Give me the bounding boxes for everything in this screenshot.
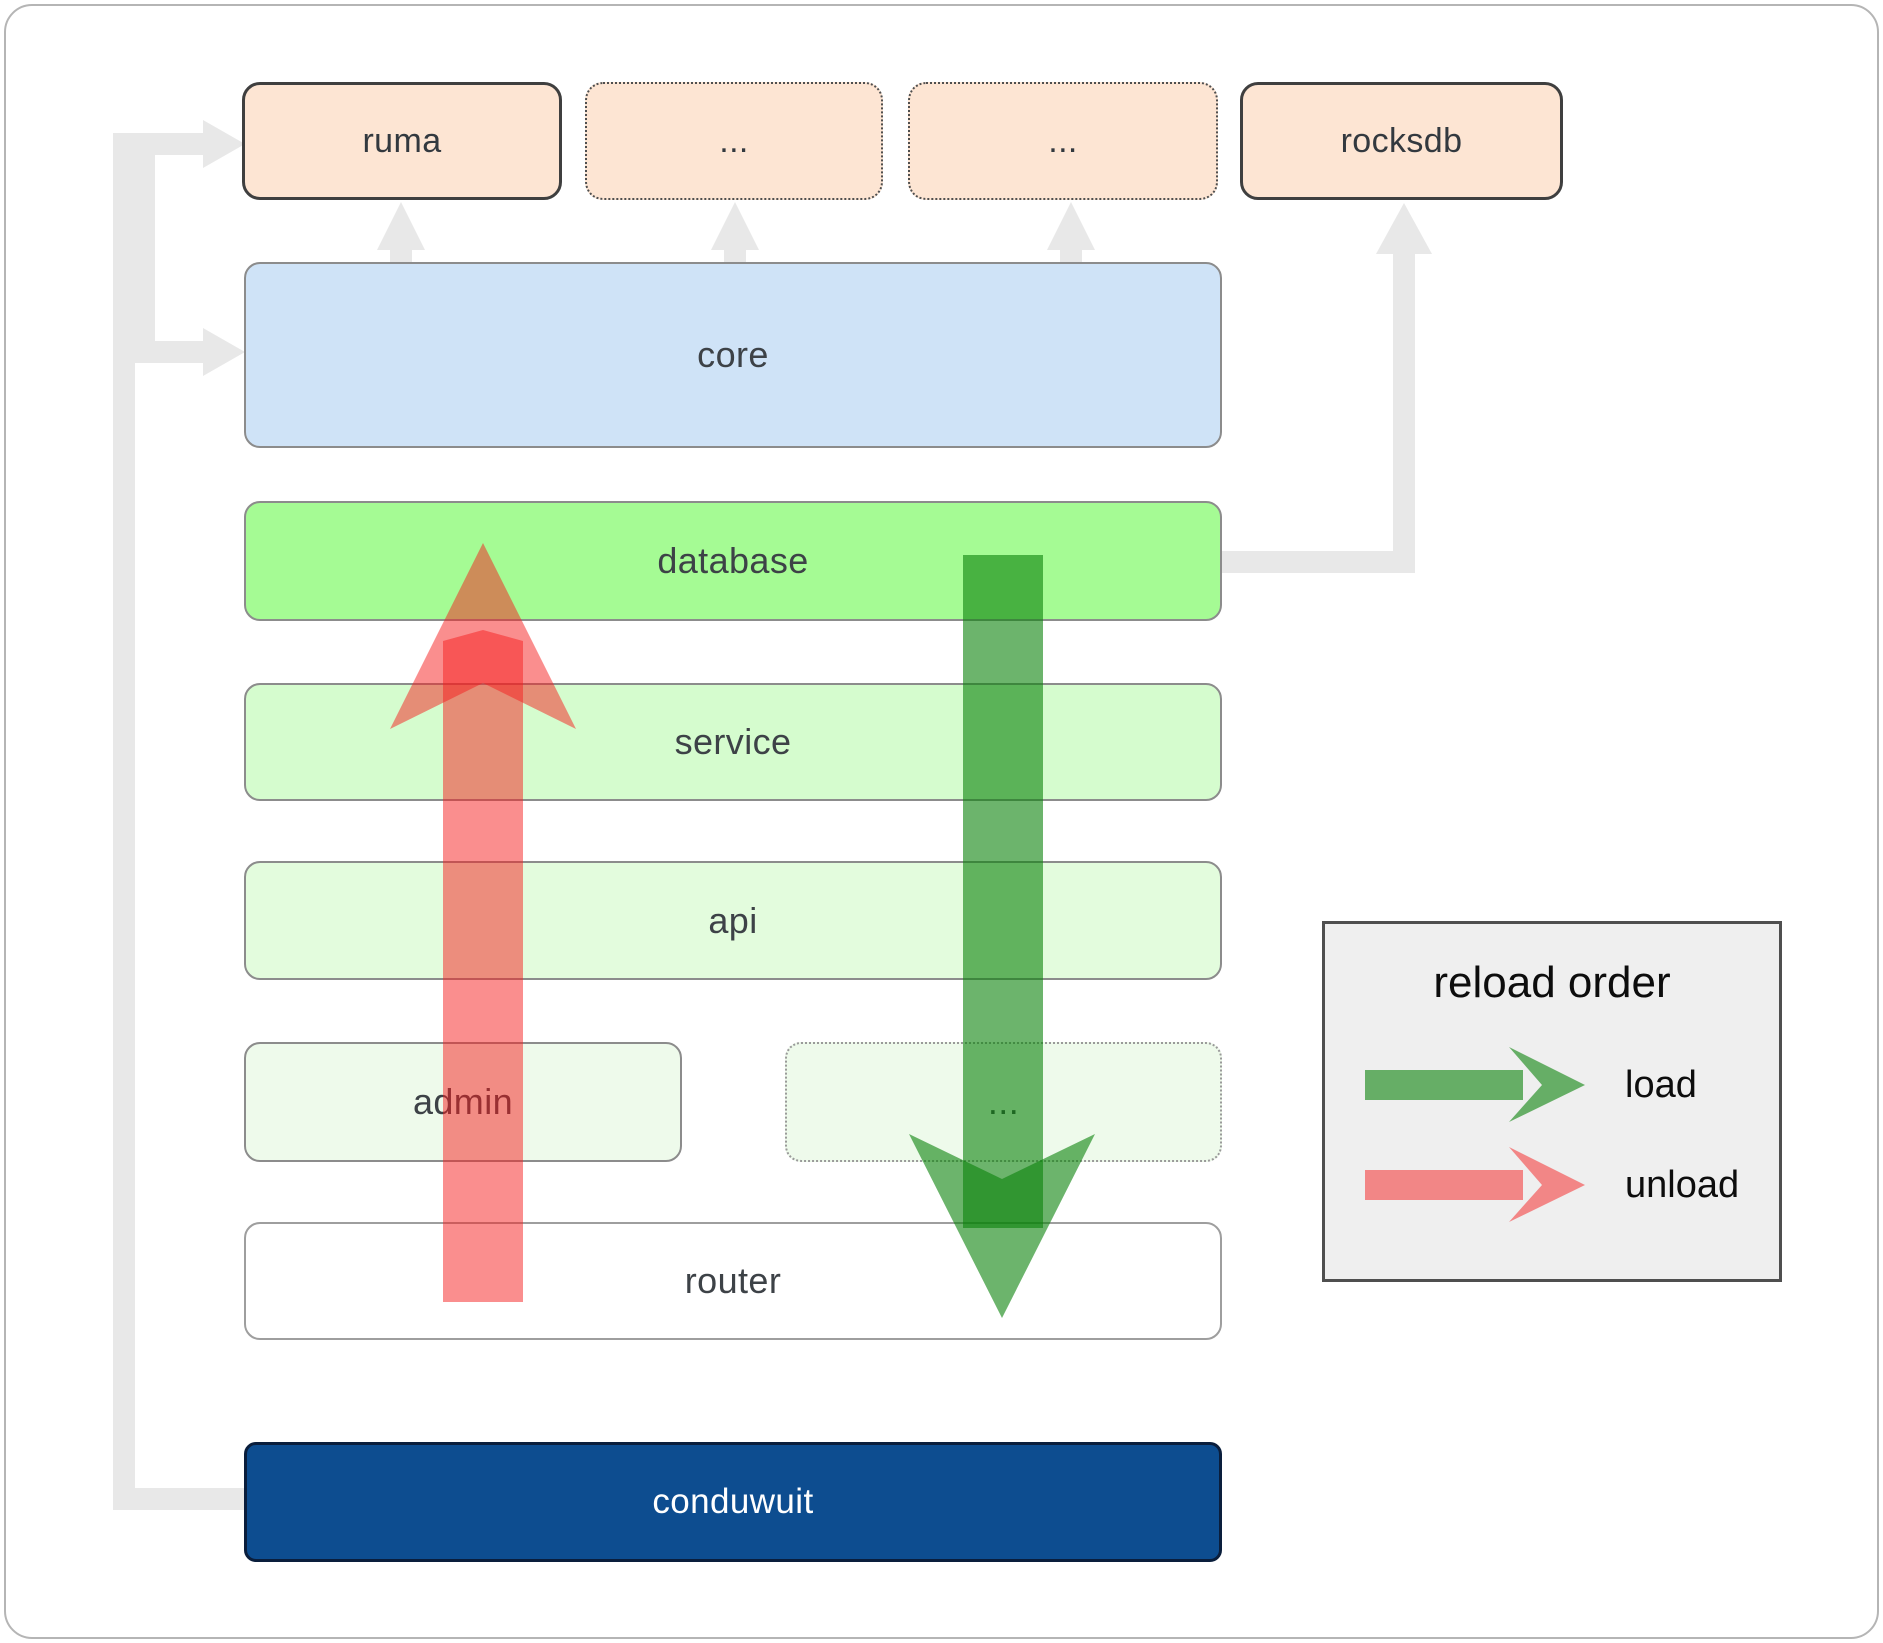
box-conduwuit: conduwuit [244, 1442, 1222, 1562]
box-database-label: database [657, 540, 809, 581]
box-core-label: core [697, 334, 769, 375]
box-database: database [244, 501, 1222, 621]
box-crate-ellipsis-1-label: ... [719, 121, 749, 160]
box-crate-ellipsis-2-label: ... [1048, 121, 1078, 160]
load-arrow-icon [1365, 1047, 1585, 1122]
box-conduwuit-label: conduwuit [652, 1482, 814, 1521]
box-module-ellipsis: ... [785, 1042, 1222, 1162]
box-service-label: service [674, 721, 792, 762]
box-crate-ellipsis-1: ... [585, 82, 883, 200]
box-rocksdb: rocksdb [1240, 82, 1563, 200]
legend-unload-label: unload [1625, 1163, 1740, 1206]
box-core: core [244, 262, 1222, 448]
box-ruma-label: ruma [362, 121, 442, 160]
box-rocksdb-label: rocksdb [1340, 121, 1463, 160]
legend-panel: reload order load unload [1322, 921, 1782, 1282]
box-ruma: ruma [242, 82, 562, 200]
box-module-ellipsis-label: ... [987, 1081, 1020, 1122]
diagram-frame [4, 4, 1879, 1639]
unload-arrow-icon [1365, 1147, 1585, 1222]
box-router-label: router [684, 1260, 782, 1301]
box-admin: admin [244, 1042, 682, 1162]
box-service: service [244, 683, 1222, 801]
box-api-label: api [708, 899, 758, 941]
box-admin-label: admin [412, 1081, 514, 1122]
legend-title: reload order [1433, 958, 1671, 1007]
box-crate-ellipsis-2: ... [908, 82, 1218, 200]
box-router: router [244, 1222, 1222, 1340]
legend-load-label: load [1625, 1063, 1697, 1106]
box-api: api [244, 861, 1222, 980]
